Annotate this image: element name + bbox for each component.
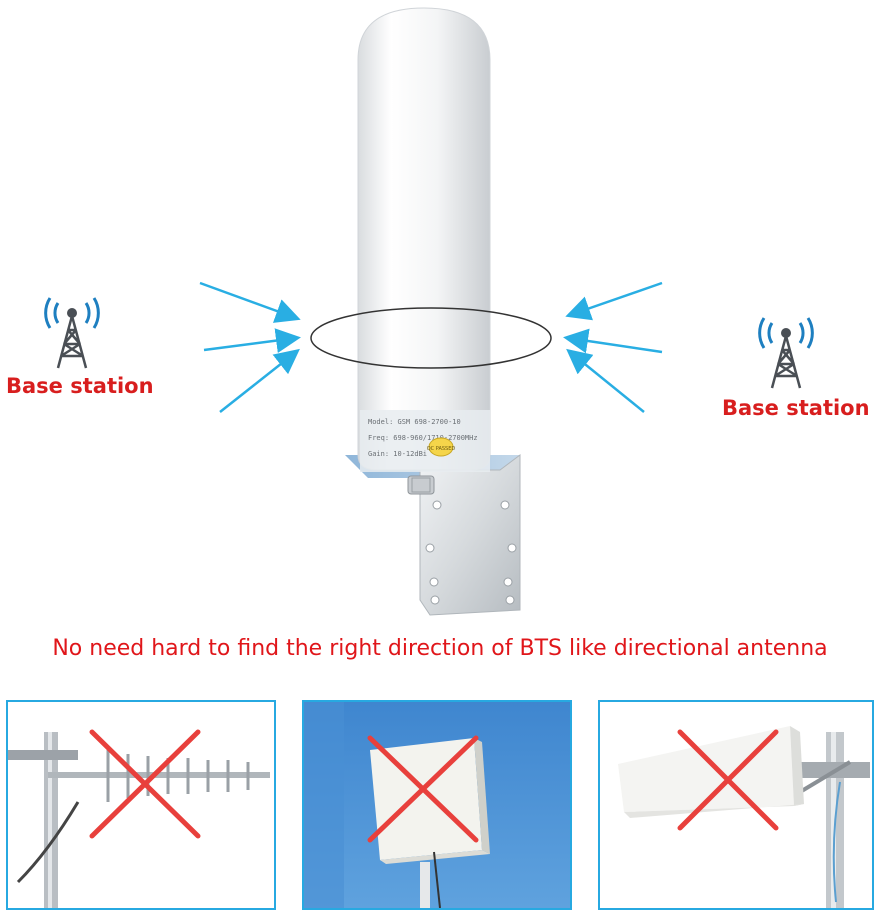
yagi-antenna-image [8, 702, 274, 908]
qc-badge-text: QC PASSED [427, 446, 456, 452]
panel-antenna-image [304, 702, 570, 908]
arrow-right-mid [563, 328, 663, 354]
yagi-antenna-panel [6, 700, 276, 910]
arrow-left-top [199, 281, 301, 323]
cell-tower-icon [758, 317, 814, 389]
arrow-right-top [565, 281, 663, 321]
log-periodic-antenna-image [600, 702, 872, 908]
caption-text: No need hard to find the right direction… [52, 636, 828, 661]
cross-mark-icon [677, 729, 779, 831]
omni-antenna: Model: GSM 698-2700-10 Freq: 698-960/171… [357, 7, 491, 472]
arrow-right-bottom [566, 348, 645, 413]
hero-illustration: Model: GSM 698-2700-10 Freq: 698-960/171… [44, 7, 814, 616]
cross-mark-icon [367, 735, 479, 843]
arrow-left-mid [203, 328, 301, 353]
log-periodic-antenna-panel [598, 700, 874, 910]
panel-antenna-panel [302, 700, 572, 910]
signal-arrows-right [563, 281, 663, 413]
arrow-left-bottom [219, 348, 300, 413]
base-station-label-left: Base station [6, 374, 154, 398]
signal-arrows-left [199, 281, 301, 413]
qc-badge-icon: QC PASSED [427, 437, 456, 457]
n-connector [407, 475, 435, 495]
omni-coverage-ring [310, 307, 552, 369]
cell-tower-icon [44, 297, 100, 369]
antenna-label-line-2: Freq: 698-960/1710-2700MHz [368, 434, 478, 442]
cross-mark-icon [89, 729, 201, 839]
antenna-label-line-3: Gain: 10-12dBi [368, 450, 427, 458]
antenna-label-line-1: Model: GSM 698-2700-10 [368, 418, 461, 426]
base-station-label-right: Base station [722, 396, 870, 420]
